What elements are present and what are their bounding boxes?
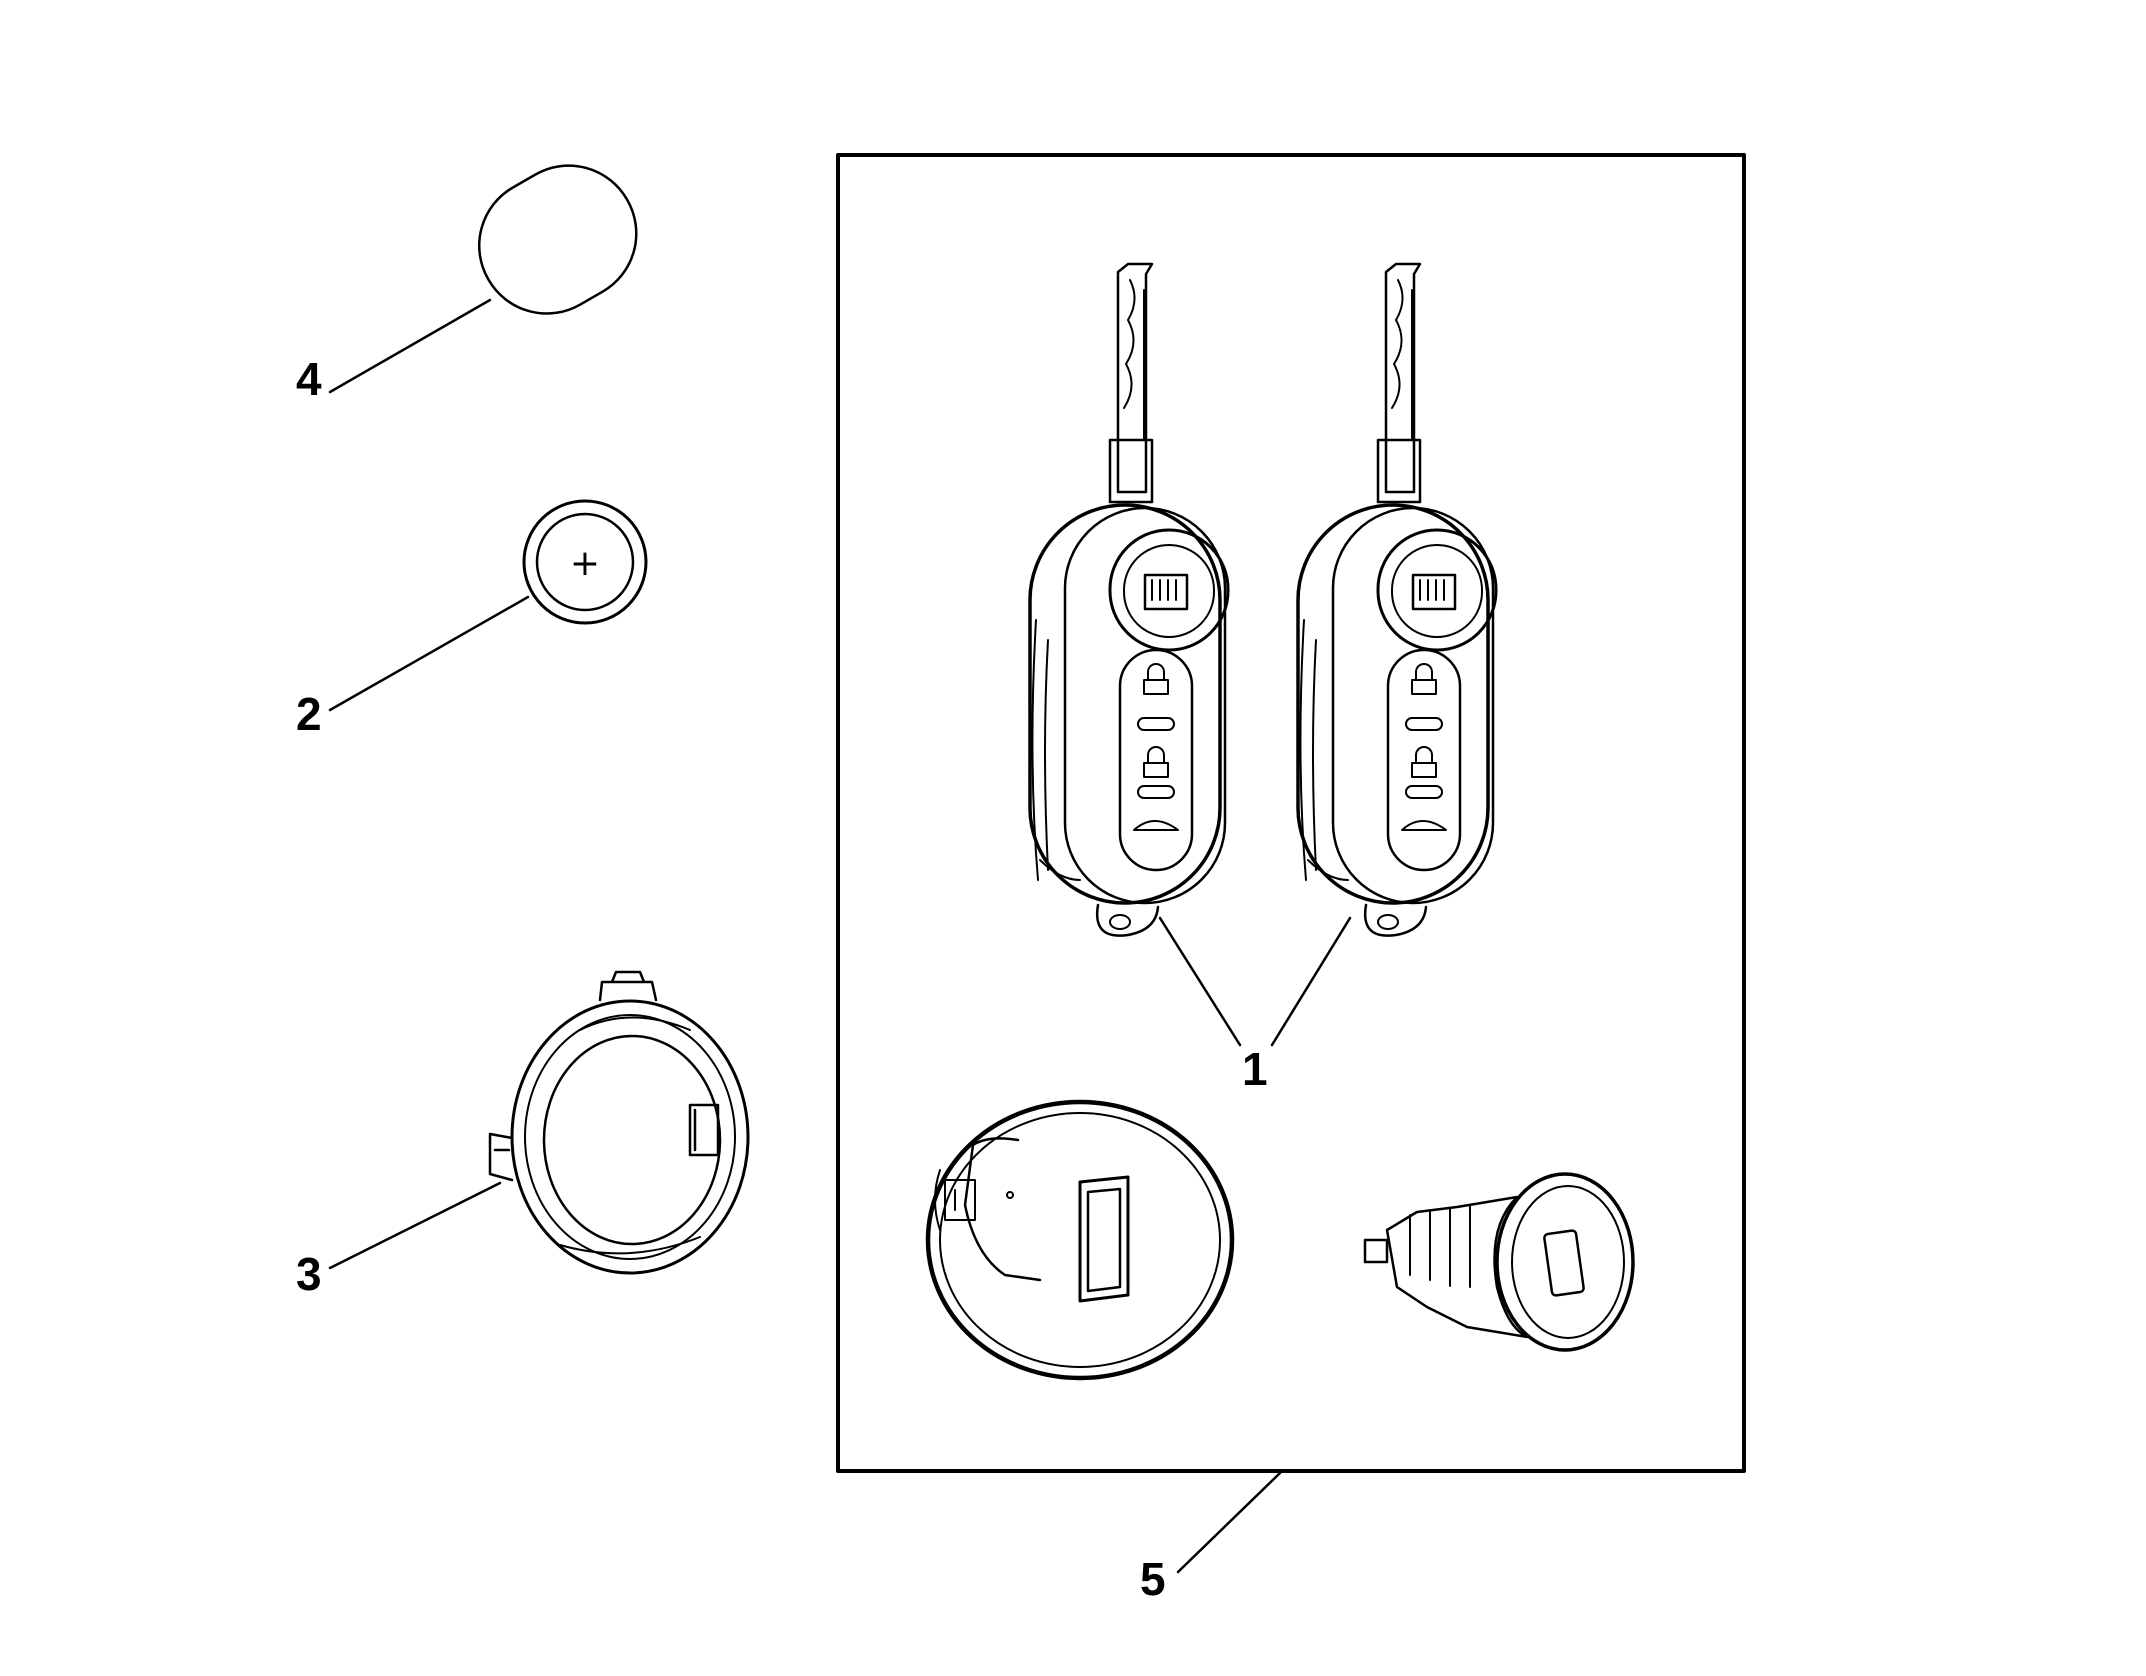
ignition-lock-cylinder xyxy=(925,1099,1235,1381)
callout-2: 2 xyxy=(296,688,322,740)
leader-line-3 xyxy=(328,1181,502,1270)
kit-frame xyxy=(836,153,1746,1473)
key-fob-right xyxy=(1296,262,1498,937)
leader-line-5 xyxy=(1176,1471,1282,1574)
key-fob-left xyxy=(1028,262,1230,937)
leader-line-1b xyxy=(1270,916,1352,1047)
door-lock-cylinder xyxy=(1363,1172,1635,1352)
callout-3: 3 xyxy=(296,1248,322,1300)
lock-ring xyxy=(488,970,750,1275)
callout-5: 5 xyxy=(1140,1553,1166,1605)
callout-4: 4 xyxy=(296,353,322,405)
leader-line-4 xyxy=(328,298,492,394)
cover-pad xyxy=(477,164,638,315)
callout-1: 1 xyxy=(1242,1043,1268,1095)
battery-plus-symbol: + xyxy=(570,543,600,584)
leader-line-1a xyxy=(1158,916,1242,1047)
leader-line-2 xyxy=(328,595,530,712)
coin-battery: + xyxy=(522,499,648,625)
